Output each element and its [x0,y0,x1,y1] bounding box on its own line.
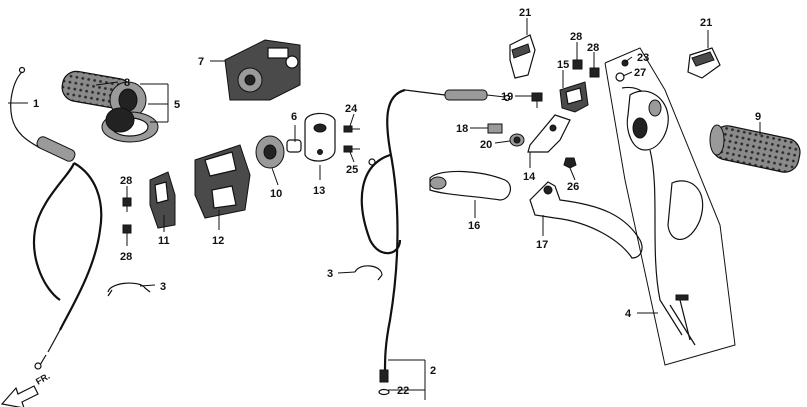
lever-cover [429,170,512,201]
screw-25 [343,145,360,153]
handlebar-holder [149,171,176,229]
lever-bracket-21-right [687,47,721,79]
clamp-band-left [107,282,151,297]
callout-24: 24 [345,103,358,115]
callout-16: 16 [468,220,480,232]
housing-cover [304,112,336,162]
screw-24 [343,125,360,133]
clutch-lever-holder [559,81,589,113]
nut-26 [563,157,577,169]
callout-5: 5 [174,99,180,111]
callout-10: 10 [270,188,282,200]
clutch-cable-bracket [527,114,571,153]
bolt-28-lower-left [122,224,132,239]
callout-28-lower-left: 28 [120,251,132,263]
callout-21-right: 21 [700,17,712,29]
lever-bracket-21-left [509,34,536,79]
callout-26: 26 [567,181,579,193]
front-arrow-label: FR. [34,371,52,387]
collar [286,139,302,153]
callout-2: 2 [430,365,436,377]
throttle-grip-assembly [61,70,159,143]
callout-28-upper-right: 28 [570,31,582,43]
callout-11: 11 [158,235,170,247]
callout-13: 13 [313,185,325,197]
callout-27: 27 [634,67,646,79]
throttle-pulley [255,135,285,169]
bolt-28-upper-left [122,197,132,212]
callout-8: 8 [124,77,130,89]
callout-28-upper-left: 28 [120,175,132,187]
front-direction-arrow [0,385,39,407]
callout-18: 18 [456,123,468,135]
switch-harness [621,86,704,346]
callout-3-middle: 3 [327,268,333,280]
callout-19: 19 [501,91,513,103]
throttle-housing-lower [194,144,251,219]
throttle-housing-upper [224,39,301,101]
callout-7: 7 [198,56,204,68]
clutch-cable [360,88,511,396]
switch-housing [626,90,669,151]
callout-28-right: 28 [587,42,599,54]
callout-15: 15 [557,59,569,71]
callout-25: 25 [346,164,358,176]
callout-23: 23 [637,52,649,64]
throttle-cable [10,66,103,370]
callout-4: 4 [625,308,632,320]
nut-20 [509,133,525,147]
bolt-28-right [589,67,600,78]
callout-14: 14 [523,171,536,183]
callout-labels: 1 2 3 3 4 5 6 7 8 9 10 11 12 13 14 15 16… [33,7,761,397]
callout-17: 17 [536,239,548,251]
washer-27 [615,72,625,82]
clamp-band-middle [354,265,383,281]
callout-22: 22 [397,385,409,397]
callout-1: 1 [33,98,39,110]
bolt-28-upper-right [572,59,583,70]
leader-lines [8,18,761,400]
callout-6: 6 [291,111,297,123]
assembly-bracket-4 [604,47,736,366]
callout-12: 12 [212,235,224,247]
clutch-lever [529,181,643,259]
callout-3-left: 3 [160,281,166,293]
bolt-19 [531,92,543,108]
callout-9: 9 [755,111,761,123]
left-handlebar-grip [709,124,801,173]
callout-21-left: 21 [519,7,531,19]
callout-20: 20 [480,139,492,151]
